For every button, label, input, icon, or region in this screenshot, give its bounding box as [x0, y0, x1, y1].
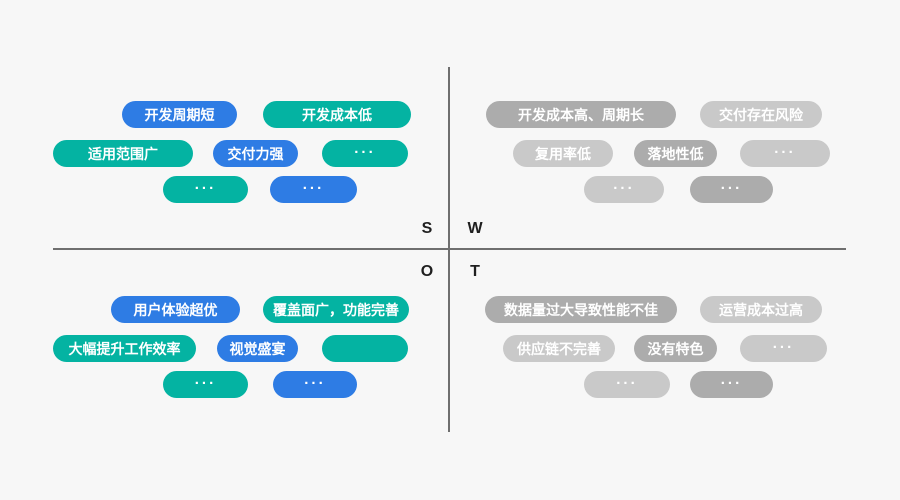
quadrant-letter-w: W — [467, 220, 483, 237]
pill-label: 开发周期短 — [144, 106, 215, 123]
pill-opportunities-3: 大幅提升工作效率 — [53, 335, 196, 362]
pill-label: ... — [304, 371, 326, 388]
quadrant-letter-t: T — [470, 263, 480, 280]
pill-label: 适用范围广 — [88, 145, 158, 162]
pill-label: 覆盖面广，功能完善 — [273, 301, 399, 318]
pill-threats-6: ... — [584, 371, 670, 398]
pill-strengths-4: 交付力强 — [213, 140, 298, 167]
pill-label: 开发成本高、周期长 — [518, 106, 644, 123]
pill-label: 复用率低 — [535, 145, 591, 162]
pill-opportunities-6: ... — [163, 371, 248, 398]
pill-opportunities-2: 覆盖面广，功能完善 — [263, 296, 409, 323]
pill-weaknesses-7: ... — [690, 176, 773, 203]
pill-label: ... — [720, 371, 743, 388]
pill-label: ... — [616, 371, 638, 388]
pill-label: ... — [613, 176, 635, 193]
pill-strengths-2: 开发成本低 — [263, 101, 411, 128]
pill-threats-3: 供应链不完善 — [503, 335, 615, 362]
pill-label: 数据量过大导致性能不佳 — [504, 301, 658, 318]
pill-label: ... — [194, 176, 217, 193]
pill-label: 用户体验超优 — [133, 301, 218, 318]
pill-label: ... — [194, 371, 217, 388]
pill-label: 没有特色 — [647, 340, 704, 357]
vertical-axis-line — [448, 67, 450, 432]
pill-label: 交付力强 — [227, 145, 284, 162]
pill-weaknesses-2: 交付存在风险 — [700, 101, 822, 128]
pill-threats-5: ... — [740, 335, 827, 362]
pill-threats-1: 数据量过大导致性能不佳 — [485, 296, 677, 323]
pill-label: ... — [774, 140, 796, 157]
pill-opportunities-5 — [322, 335, 408, 362]
pill-strengths-1: 开发周期短 — [122, 101, 237, 128]
pill-strengths-7: ... — [270, 176, 357, 203]
pill-threats-4: 没有特色 — [634, 335, 717, 362]
pill-weaknesses-1: 开发成本高、周期长 — [486, 101, 676, 128]
pill-opportunities-4: 视觉盛宴 — [217, 335, 298, 362]
quadrant-letter-o: O — [420, 263, 434, 280]
pill-weaknesses-5: ... — [740, 140, 830, 167]
pill-label: 落地性低 — [647, 145, 704, 162]
pill-label: 大幅提升工作效率 — [68, 340, 181, 357]
pill-opportunities-1: 用户体验超优 — [111, 296, 240, 323]
quadrant-letter-s: S — [421, 220, 433, 237]
pill-weaknesses-3: 复用率低 — [513, 140, 613, 167]
pill-label: ... — [720, 176, 743, 193]
pill-label: ... — [302, 176, 325, 193]
pill-label: 运营成本过高 — [719, 301, 803, 318]
pill-label: 交付存在风险 — [719, 106, 803, 123]
pill-weaknesses-4: 落地性低 — [634, 140, 717, 167]
pill-label: 视觉盛宴 — [229, 340, 286, 357]
pill-strengths-5: ... — [322, 140, 408, 167]
pill-label: ... — [354, 140, 376, 157]
pill-strengths-3: 适用范围广 — [53, 140, 193, 167]
pill-threats-2: 运营成本过高 — [700, 296, 822, 323]
pill-threats-7: ... — [690, 371, 773, 398]
pill-strengths-6: ... — [163, 176, 248, 203]
pill-label: 开发成本低 — [302, 106, 372, 123]
pill-opportunities-7: ... — [273, 371, 357, 398]
pill-label: 供应链不完善 — [517, 340, 601, 357]
pill-label: ... — [772, 335, 795, 352]
pill-weaknesses-6: ... — [584, 176, 664, 203]
